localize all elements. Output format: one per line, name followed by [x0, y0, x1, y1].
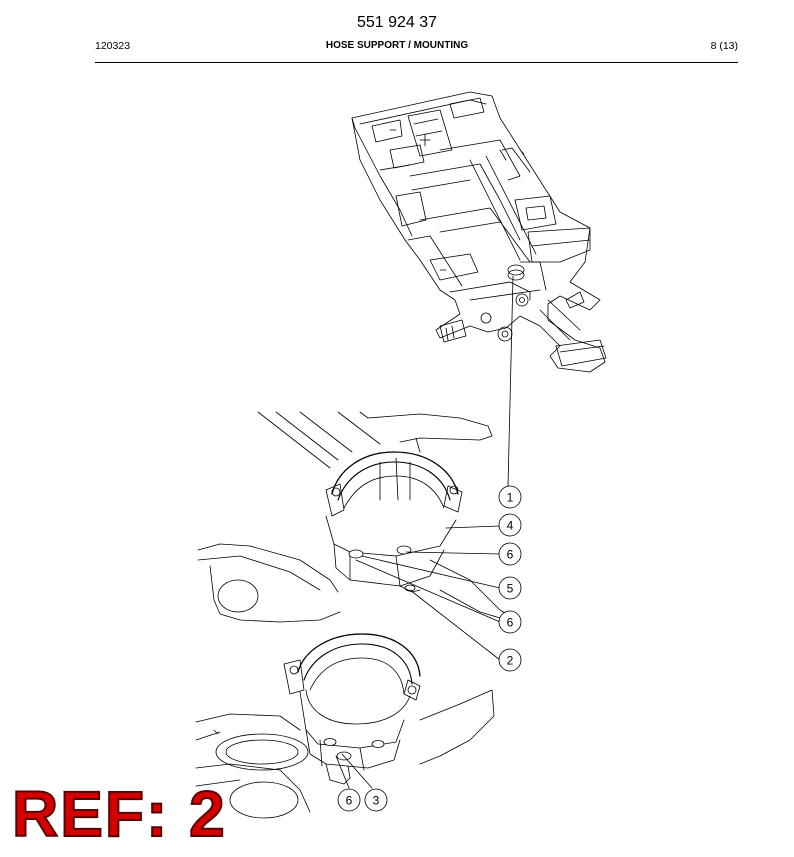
leader-line-6-middle: [355, 559, 501, 623]
callout-1: 1: [498, 485, 522, 509]
svg-text:6: 6: [507, 616, 514, 630]
callout-balloons: 1 4 6 5 6 2 6 3: [337, 485, 522, 812]
document-code: 120323: [95, 40, 131, 52]
lower-clamp-illustration: [195, 633, 495, 819]
leader-line-1: [507, 275, 514, 487]
leader-line-6-lower: [335, 755, 350, 789]
callout-4: 4: [498, 513, 522, 537]
reference-stamp: REF: 2: [11, 778, 227, 850]
leader-line-4: [445, 525, 501, 529]
callout-6-upper: 6: [498, 542, 522, 566]
callout-2: 2: [498, 648, 522, 672]
leader-line-2: [409, 589, 501, 661]
svg-text:5: 5: [507, 582, 514, 596]
leader-line-5: [361, 555, 501, 589]
document-number: 551 924 37: [356, 14, 438, 31]
callout-3: 3: [364, 788, 388, 812]
callout-6-middle: 6: [498, 610, 522, 634]
chassis-frame-illustration: [351, 91, 607, 373]
page-number: 8 (13): [710, 40, 738, 52]
callout-5: 5: [498, 576, 522, 600]
svg-text:6: 6: [346, 794, 353, 808]
leader-lines: [335, 275, 514, 789]
upper-clamp-illustration: [197, 411, 521, 625]
svg-text:1: 1: [507, 491, 514, 505]
header-rule: [95, 62, 738, 63]
svg-text:4: 4: [507, 519, 514, 533]
page-title: HOSE SUPPORT / MOUNTING: [325, 40, 469, 51]
callout-6-lower: 6: [337, 788, 361, 812]
leader-line-3: [341, 753, 373, 789]
svg-text:3: 3: [373, 794, 380, 808]
svg-text:2: 2: [507, 654, 514, 668]
leader-line-6-upper: [405, 551, 501, 555]
svg-text:6: 6: [507, 548, 514, 562]
